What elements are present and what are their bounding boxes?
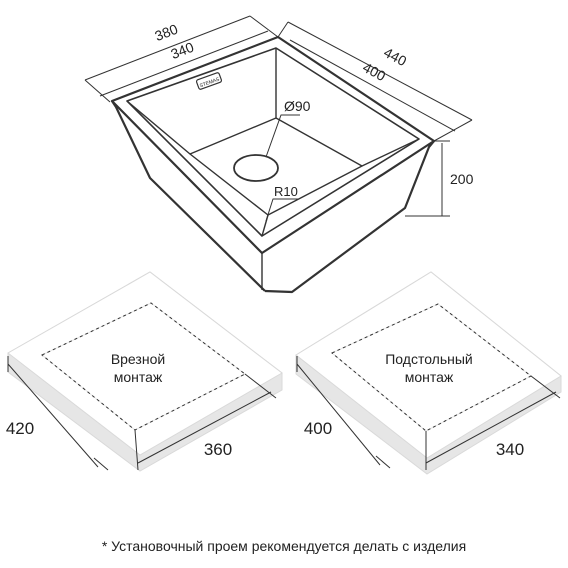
flush-mount-slab bbox=[7, 271, 283, 472]
undermount-dim-bottom-ext bbox=[425, 375, 561, 470]
radius-leader bbox=[265, 198, 298, 222]
dim-inner-width: 340 bbox=[168, 39, 196, 62]
undermount-title-line1: Подстольный bbox=[385, 351, 473, 367]
dim-height-ext bbox=[405, 140, 450, 217]
dim-inner-depth-line bbox=[289, 39, 456, 132]
installation-footnote: * Установочный проем рекомендуется делат… bbox=[101, 538, 467, 554]
sink-inner-corner-right bbox=[361, 138, 420, 167]
sink-bowl-wall-right bbox=[264, 140, 435, 294]
undermount-dim-bottom-label: 340 bbox=[496, 440, 524, 459]
dim-outer-depth-line bbox=[287, 21, 473, 121]
undermount-lines bbox=[296, 303, 561, 470]
sink-basin-floor bbox=[189, 117, 363, 216]
flush-dim-bottom bbox=[137, 391, 272, 464]
flush-dim-bottom-ext bbox=[134, 373, 277, 471]
dim-outer-width-line bbox=[84, 15, 251, 81]
undermount-title-line2: монтаж bbox=[405, 369, 454, 385]
sink-inner-corner-left bbox=[126, 100, 191, 155]
flush-dim-side-label: 420 bbox=[6, 419, 34, 438]
sink-bowl-wall-left bbox=[111, 100, 266, 292]
sink-drain bbox=[233, 154, 279, 182]
flush-title-line1: Врезной bbox=[111, 351, 165, 367]
flush-dim-side-ext bbox=[7, 356, 109, 471]
flush-title-line2: монтаж bbox=[114, 369, 163, 385]
drain-leader bbox=[265, 114, 300, 158]
dim-inner-width-line bbox=[99, 30, 269, 97]
sink-label-plate bbox=[195, 72, 223, 90]
dim-radius: R10 bbox=[274, 184, 298, 199]
sink-drawing bbox=[110, 35, 436, 294]
undermount-dim-side bbox=[296, 363, 381, 466]
dim-drain: Ø90 bbox=[284, 98, 311, 114]
undermount-dim-side-label: 400 bbox=[304, 419, 332, 438]
undermount-slab bbox=[295, 271, 562, 475]
dim-outer-width: 380 bbox=[152, 21, 180, 44]
flush-dim-side bbox=[7, 363, 99, 468]
flush-cutout-dashed bbox=[41, 302, 246, 431]
dim-outer-width-ext bbox=[84, 15, 279, 103]
sink-dimension-lines bbox=[84, 15, 473, 217]
dim-outer-depth: 440 bbox=[381, 44, 409, 69]
flush-mount-lines bbox=[7, 302, 277, 471]
undermount-dim-bottom bbox=[425, 391, 557, 464]
undermount-dim-side-ext bbox=[296, 356, 391, 469]
flush-dim-bottom-label: 360 bbox=[204, 440, 232, 459]
dim-outer-depth-ext bbox=[277, 21, 473, 142]
dim-height: 200 bbox=[450, 171, 474, 187]
